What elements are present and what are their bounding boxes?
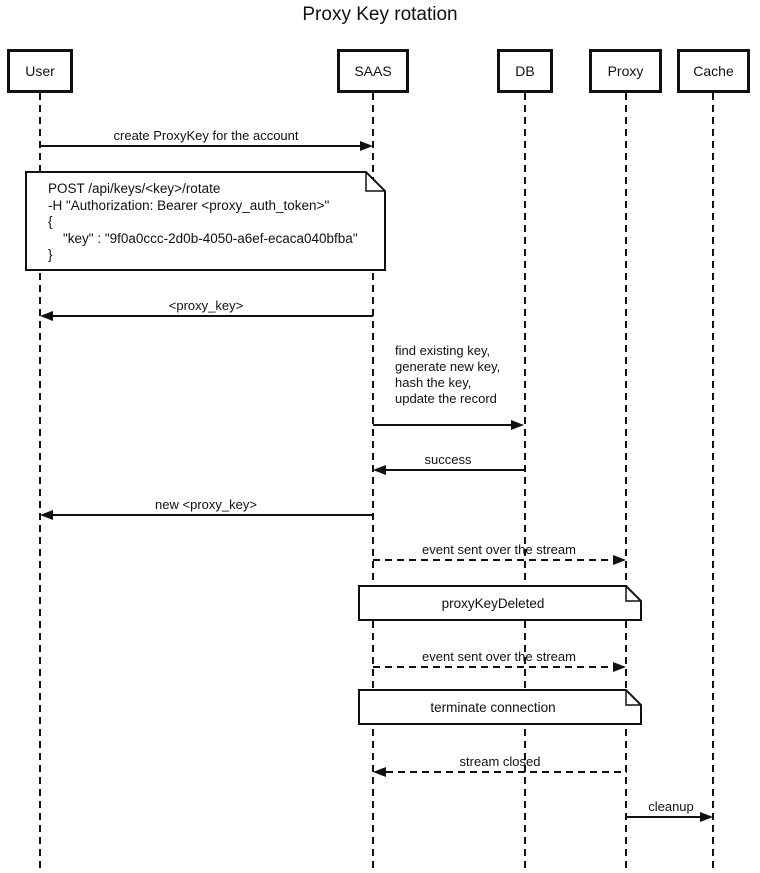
message-label-line: generate new key, bbox=[395, 359, 501, 374]
arrowhead-right-icon bbox=[613, 662, 626, 672]
lifeline-user bbox=[39, 93, 41, 873]
actor-cache-label: Cache bbox=[693, 63, 734, 79]
lifeline-proxy bbox=[625, 93, 627, 873]
arrowhead-left-icon bbox=[40, 311, 53, 321]
message-event-stream-1-line bbox=[373, 559, 614, 561]
message-success-line bbox=[386, 469, 524, 471]
message-event-stream-1-label: event sent over the stream bbox=[422, 542, 576, 557]
note-outline bbox=[358, 585, 642, 621]
message-proxy-key-line bbox=[53, 315, 373, 317]
note-outline bbox=[25, 171, 386, 271]
note-shape bbox=[358, 689, 642, 725]
note-proxykey-deleted-text: proxyKeyDeleted bbox=[441, 595, 545, 611]
message-update-record-label: find existing key, generate new key, has… bbox=[395, 343, 500, 407]
message-event-stream-2-label: event sent over the stream bbox=[422, 649, 576, 664]
lifeline-db bbox=[524, 93, 526, 873]
message-create-proxykey-label: create ProxyKey for the account bbox=[113, 128, 299, 143]
actor-db: DB bbox=[497, 49, 553, 93]
message-label-line: hash the key, bbox=[395, 375, 472, 390]
note-post-request: POST /api/keys/<key>/rotate -H "Authoriz… bbox=[25, 171, 386, 271]
arrowhead-right-icon bbox=[360, 141, 373, 151]
note-outline bbox=[358, 689, 642, 725]
lifeline-saas bbox=[372, 93, 374, 873]
message-label-line: find existing key, bbox=[395, 343, 491, 358]
message-cleanup-label: cleanup bbox=[648, 799, 694, 814]
message-success-label: success bbox=[424, 452, 472, 467]
actor-cache: Cache bbox=[677, 49, 750, 93]
note-terminate-connection: terminate connection bbox=[358, 689, 642, 725]
note-shape bbox=[358, 585, 642, 621]
message-stream-closed-label: stream closed bbox=[459, 754, 541, 769]
note-terminate-connection-text: terminate connection bbox=[430, 699, 556, 715]
diagram-title: Proxy Key rotation bbox=[302, 4, 458, 25]
message-proxy-key-label: <proxy_key> bbox=[168, 298, 244, 313]
note-line: } bbox=[48, 247, 53, 262]
message-new-proxy-key-label: new <proxy_key> bbox=[155, 497, 257, 512]
message-update-record-line bbox=[373, 424, 512, 426]
note-line: -H "Authorization: Bearer <proxy_auth_to… bbox=[48, 197, 330, 213]
actor-saas-label: SAAS bbox=[354, 63, 392, 79]
note-fold-icon bbox=[365, 172, 385, 192]
note-line: "key" : "9f0a0ccc-2d0b-4050-a6ef-ecaca04… bbox=[48, 230, 358, 246]
note-fold-icon bbox=[625, 690, 641, 706]
note-line: { bbox=[48, 214, 53, 229]
actor-proxy-label: Proxy bbox=[607, 63, 644, 79]
message-new-proxy-key-line bbox=[53, 514, 373, 516]
message-stream-closed-line bbox=[386, 771, 627, 773]
actor-db-label: DB bbox=[515, 63, 535, 79]
arrowhead-left-icon bbox=[373, 465, 386, 475]
arrowhead-right-icon bbox=[613, 555, 626, 565]
actor-user: User bbox=[7, 49, 73, 93]
lifeline-cache bbox=[712, 93, 714, 873]
message-label-line: update the record bbox=[395, 391, 497, 406]
message-cleanup-line bbox=[626, 816, 701, 818]
message-event-stream-2-line bbox=[373, 666, 614, 668]
arrowhead-left-icon bbox=[373, 767, 386, 777]
arrowhead-right-icon bbox=[511, 420, 524, 430]
arrowhead-left-icon bbox=[40, 510, 53, 520]
arrowhead-right-icon bbox=[700, 812, 713, 822]
note-post-request-text: POST /api/keys/<key>/rotate -H "Authoriz… bbox=[48, 181, 358, 264]
message-create-proxykey-line bbox=[40, 145, 361, 147]
note-shape bbox=[25, 171, 386, 271]
note-fold-icon bbox=[625, 586, 641, 602]
actor-saas: SAAS bbox=[337, 49, 409, 93]
actor-user-label: User bbox=[25, 63, 55, 79]
actor-proxy: Proxy bbox=[589, 49, 662, 93]
note-proxykey-deleted: proxyKeyDeleted bbox=[358, 585, 642, 621]
note-line: POST /api/keys/<key>/rotate bbox=[48, 181, 221, 196]
